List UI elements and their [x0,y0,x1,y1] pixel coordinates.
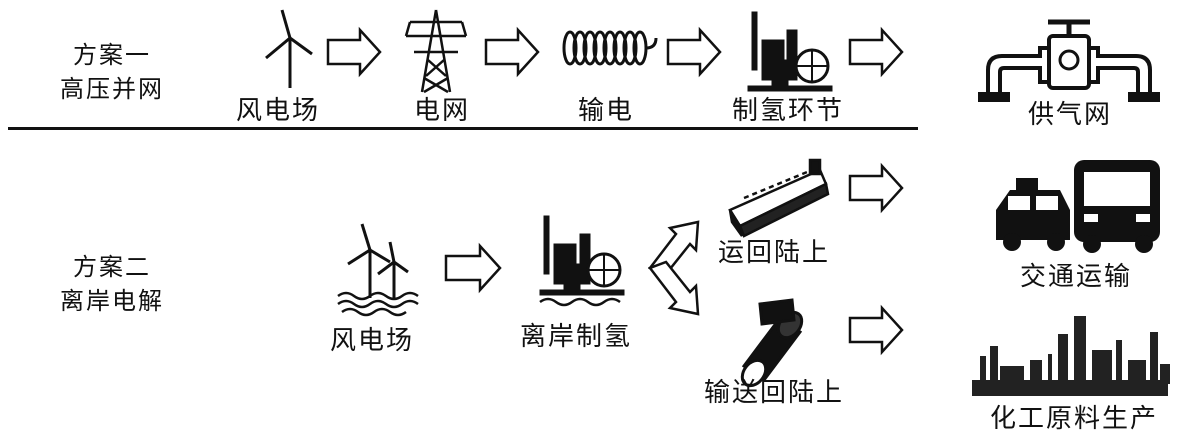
label-ship-back: 运回陆上 [718,238,831,268]
arrow-icon [848,26,904,78]
gas-valve-icon [978,19,1160,102]
arrow-icon [848,304,904,356]
label-chemical: 化工原料生产 [990,404,1159,434]
tanker-ship-icon [728,158,830,238]
transmission-coil-icon [562,30,658,66]
label-hydrogen-production: 制氢环节 [732,96,845,126]
label-wind-farm-2: 风电场 [330,326,415,356]
label-grid: 电网 [414,96,471,126]
label-transport: 交通运输 [1020,262,1133,292]
label-wind-farm-1: 风电场 [236,96,321,126]
split-arrow-icon [647,220,700,316]
scheme-2-label: 方案二 离岸电解 [60,250,164,318]
offshore-hydrogen-plant-icon [539,215,625,307]
label-gas-network: 供气网 [1028,100,1113,130]
scheme-1-subtitle: 高压并网 [60,75,164,103]
label-pipe-back: 输送回陆上 [704,378,845,408]
offshore-wind-icon [337,223,419,317]
scheme-1-label: 方案一 高压并网 [60,38,164,106]
scheme-1-title: 方案一 [73,41,151,69]
label-offshore-hydrogen: 离岸制氢 [520,322,633,352]
arrow-icon [484,26,540,78]
arrow-icon [666,26,722,78]
scheme-divider [8,127,918,130]
label-transmission: 输电 [578,96,635,126]
pipeline-icon [740,298,804,388]
bus-icon [1074,160,1160,253]
arrow-icon [444,242,502,294]
wind-turbine-icon [265,9,313,88]
chemical-plant-icon [972,316,1170,396]
arrow-icon [848,162,904,214]
scheme-2-title: 方案二 [73,253,151,281]
hydrogen-plant-icon [747,11,833,92]
taxi-icon [996,178,1070,251]
arrow-icon [326,26,382,78]
scheme-2-subtitle: 离岸电解 [60,287,164,315]
transmission-tower-icon [404,9,468,94]
